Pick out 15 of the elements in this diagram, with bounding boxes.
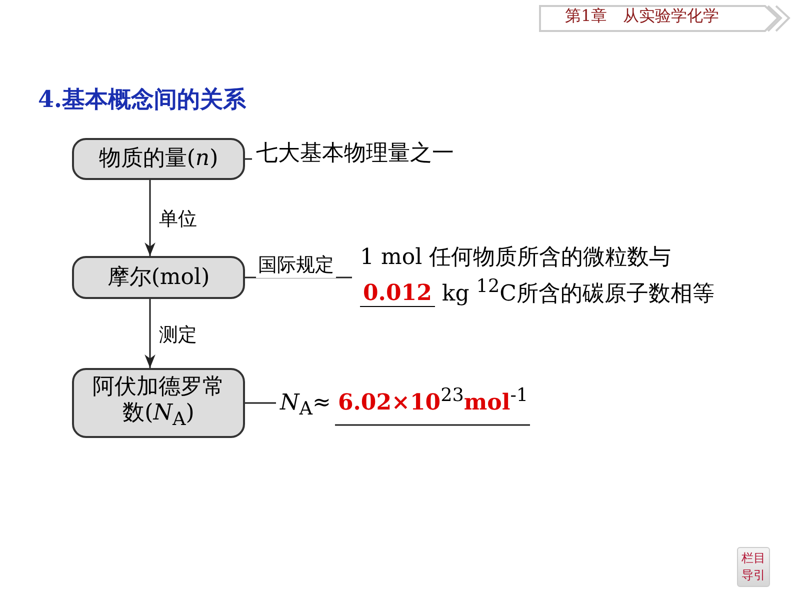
arrow <box>144 299 156 368</box>
chapter-heading: 第1章 从实验学化学 <box>565 6 720 27</box>
edge-label: 国际规定 <box>256 252 336 278</box>
concept-box: 摩尔(mol) <box>72 256 245 299</box>
connector-line <box>245 402 276 404</box>
arrow <box>144 180 156 256</box>
section-title: 4.基本概念间的关系 <box>38 85 246 115</box>
concept-box: 物质的量(n) <box>72 138 245 180</box>
note-text: 1 mol 任何物质所含的微粒数与 0.012 kg $^{12}$C所含的碳原子数相等 <box>360 242 740 310</box>
connector-line <box>245 158 252 160</box>
note-text: 七大基本物理量之一 <box>256 138 536 170</box>
concept-box: 阿伏加德罗常数(N$_{A}$) <box>72 368 245 438</box>
note-text: N$_{A}$≈ 6.02×10$^{23}$mol$^{-1}$ <box>280 383 540 424</box>
connector-line <box>245 276 352 278</box>
nav-button: 栏目导引 <box>737 547 770 587</box>
